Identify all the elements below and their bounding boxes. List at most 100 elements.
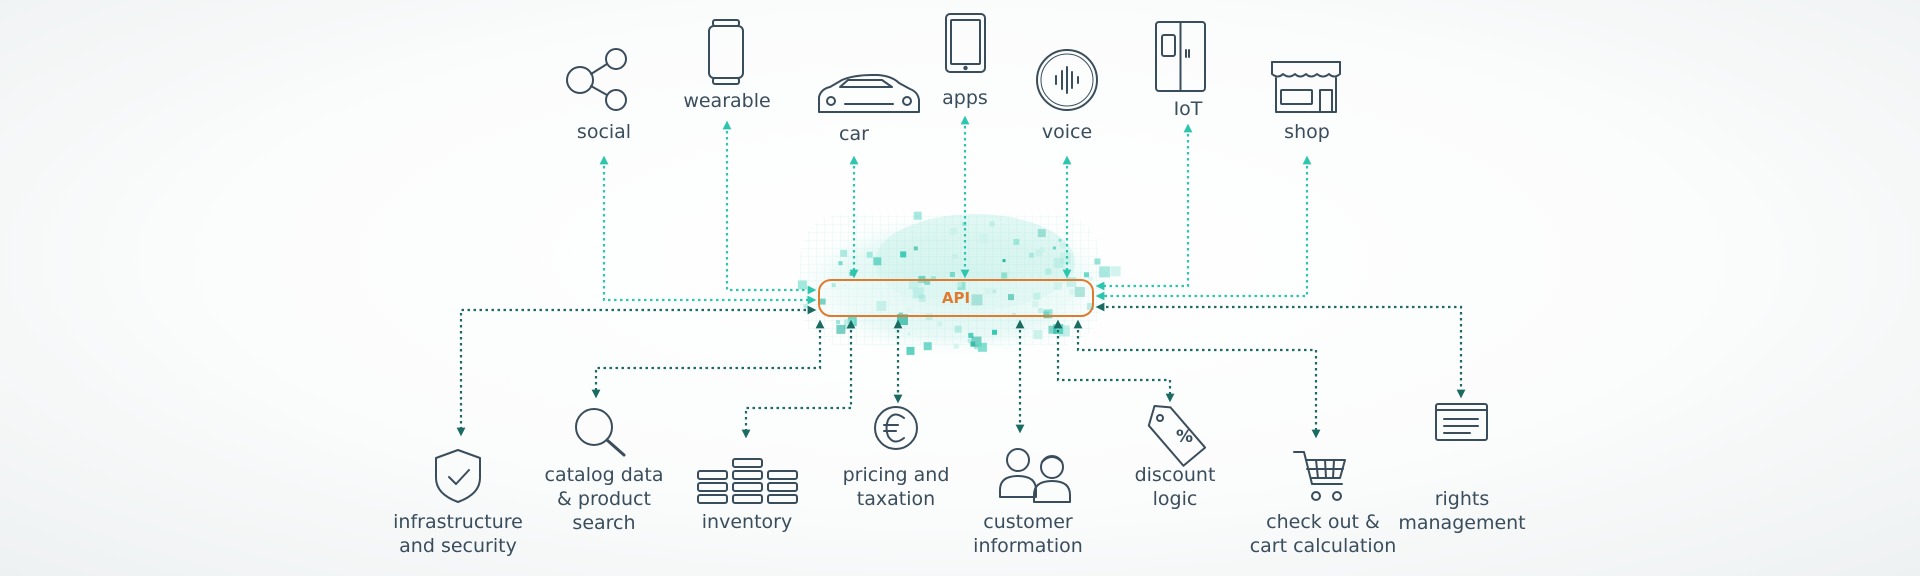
price-tag-icon — [1147, 405, 1207, 467]
node-label-iot: IoT — [1173, 98, 1203, 120]
cloud-pixel — [1069, 289, 1076, 296]
shopping-cart-icon — [1293, 451, 1346, 501]
cloud-pixel — [1110, 266, 1121, 277]
cloud-pixel — [1045, 268, 1052, 275]
cloud-pixel — [1053, 258, 1064, 268]
cloud-pixel — [1053, 281, 1062, 290]
cloud-pixel — [1032, 301, 1039, 307]
cloud-pixel — [873, 257, 882, 266]
share-icon — [566, 48, 627, 111]
cloud-pixel — [907, 332, 911, 336]
document-card-icon — [1435, 403, 1488, 441]
node-label-catalog: catalog data & product search — [544, 464, 664, 534]
cloud-pixel — [930, 276, 936, 282]
cloud-pixel — [1033, 330, 1043, 339]
cloud-pixel — [1084, 272, 1089, 278]
cloud-pixel — [845, 322, 850, 327]
cloud-pixel — [1037, 229, 1046, 238]
cloud-pixel — [1066, 277, 1077, 288]
node-label-pricing: pricing and taxation — [842, 464, 950, 510]
cloud-pixel — [954, 280, 962, 288]
storefront-icon — [1271, 61, 1341, 113]
cloud-pixel — [924, 278, 931, 285]
cloud-pixel — [908, 279, 919, 290]
cloud-pixel — [843, 283, 847, 287]
car-icon — [818, 74, 920, 113]
cloud-pixel — [1035, 249, 1043, 257]
cloud-pixel — [897, 314, 908, 325]
cloud-pixel — [838, 261, 843, 266]
cloud-pixel — [937, 321, 943, 327]
magnifier-icon — [575, 408, 626, 457]
cloud-pixel — [989, 221, 995, 227]
cloud-pixel — [840, 249, 848, 257]
cloud-pixel — [1099, 266, 1111, 278]
cloud-pixel — [992, 329, 997, 335]
node-label-rights: rights management — [1398, 488, 1526, 534]
cloud-pixel — [803, 304, 808, 309]
cloud-pixel — [1033, 292, 1041, 300]
cloud-pixel — [1029, 252, 1034, 258]
cloud-pixel — [913, 211, 922, 220]
cloud-pixel — [974, 345, 978, 350]
cloud-pixel — [819, 298, 826, 305]
cloud-pixel — [1094, 258, 1101, 265]
cloud-pixel — [1088, 276, 1093, 281]
node-label-wearable: wearable — [683, 90, 771, 112]
cloud-pixel — [979, 234, 989, 244]
node-label-shop: shop — [1284, 121, 1330, 143]
cloud-pixel — [1002, 259, 1006, 263]
cloud-pixel — [1038, 308, 1043, 313]
node-label-inventory: inventory — [701, 511, 793, 533]
node-label-infrastructure: infrastructure and security — [393, 511, 523, 557]
euro-coin-icon — [874, 406, 918, 450]
voice-assistant-icon — [1036, 49, 1098, 111]
cloud-pixel — [1013, 238, 1020, 245]
shield-check-icon — [435, 449, 481, 503]
cloud-pixel — [1001, 272, 1008, 279]
connector-lines — [456, 115, 1466, 439]
cloud-pixel — [906, 346, 915, 355]
cloud-pixel — [1074, 286, 1085, 297]
fridge-icon — [1155, 21, 1206, 92]
cloud-pixel — [923, 342, 932, 351]
percent-symbol: % — [1176, 427, 1193, 447]
cloud-pixel — [831, 283, 836, 288]
cloud-pixel — [1052, 246, 1056, 250]
cloud-pixel — [866, 251, 873, 258]
cloud-pixel — [953, 343, 959, 349]
cloud-pixel — [1059, 242, 1066, 249]
cloud-pixel — [913, 246, 918, 251]
cloud-pixel — [906, 307, 912, 313]
cloud-pixel — [954, 325, 962, 333]
cloud-pixel — [1008, 294, 1014, 301]
cloud-pixel — [971, 336, 982, 347]
cloud-pixel — [917, 280, 923, 286]
node-label-social: social — [576, 121, 632, 143]
pixel-cloud — [785, 210, 1125, 360]
cloud-pixel — [992, 289, 997, 294]
cloud-pixel — [836, 320, 840, 325]
cloud-pixel — [912, 287, 924, 299]
stacked-boxes-icon — [697, 458, 798, 504]
node-label-checkout: check out & cart calculation — [1249, 511, 1397, 557]
cloud-pixel — [985, 288, 992, 295]
node-label-voice: voice — [1041, 121, 1093, 143]
cloud-pixel — [918, 294, 926, 302]
cloud-pixel — [968, 332, 974, 338]
node-label-discount: discount logic — [1134, 464, 1216, 510]
node-label-customer: customer information — [973, 511, 1083, 557]
cloud-pixel — [1043, 309, 1053, 319]
people-icon — [999, 448, 1071, 503]
cloud-pixel — [967, 338, 972, 343]
cloud-pixel — [836, 324, 846, 334]
cloud-pixel — [876, 301, 887, 311]
cloud-pixel — [1058, 238, 1062, 242]
smartwatch-icon — [708, 19, 744, 85]
cloud-pixel — [971, 294, 983, 306]
node-label-apps: apps — [942, 87, 988, 109]
tablet-icon — [945, 13, 986, 73]
cloud-pixel — [949, 272, 955, 277]
